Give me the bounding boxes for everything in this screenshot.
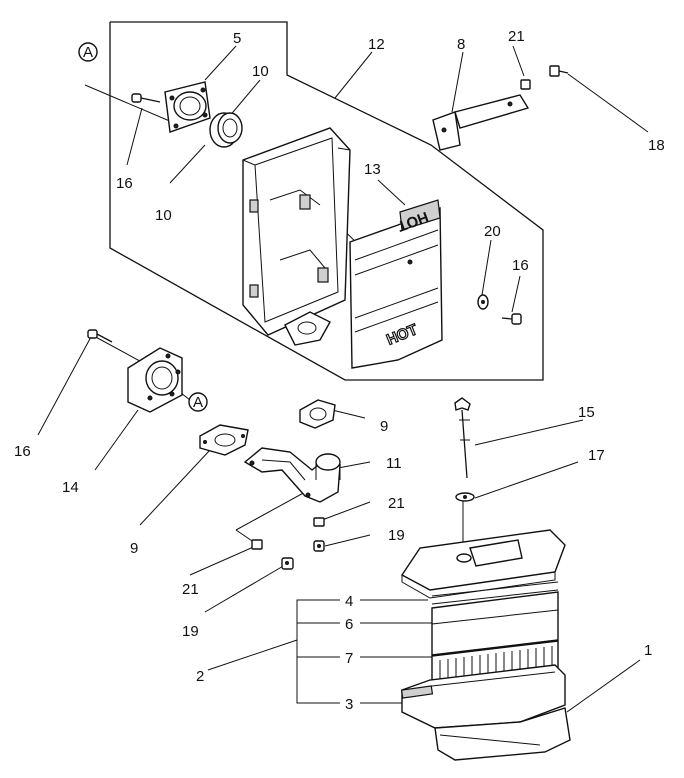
air-cleaner-housing-part-1 bbox=[434, 707, 571, 761]
callout-16-left: 16 bbox=[14, 443, 31, 460]
callout-15: 15 bbox=[578, 404, 595, 421]
washer-part-17 bbox=[455, 492, 475, 502]
callout-19-lower: 19 bbox=[182, 623, 199, 640]
pre-cleaner-part-6 bbox=[431, 591, 559, 656]
air-cleaner-cover bbox=[400, 529, 566, 599]
nut-part-21-mid bbox=[313, 517, 325, 527]
callout-8: 8 bbox=[457, 36, 465, 53]
callout-2: 2 bbox=[196, 668, 204, 685]
callout-19-mid: 19 bbox=[388, 527, 405, 544]
callout-16-right: 16 bbox=[512, 257, 529, 274]
wing-bolt-part-15 bbox=[454, 397, 471, 479]
bracket-part-8 bbox=[432, 94, 530, 151]
reference-marker-a-top: A bbox=[78, 42, 98, 62]
callout-9-right: 9 bbox=[380, 418, 388, 435]
muffler-outlet-gasket bbox=[284, 311, 331, 346]
nut-part-19-lower bbox=[281, 557, 294, 570]
flange-part-14 bbox=[127, 347, 183, 413]
bolt-part-18 bbox=[549, 65, 569, 77]
gasket-part-9-left bbox=[199, 424, 249, 456]
screw-part-16-top bbox=[131, 93, 161, 103]
nut-part-21-top bbox=[520, 79, 531, 90]
callout-3: 3 bbox=[345, 696, 353, 713]
callout-6: 6 bbox=[345, 616, 353, 633]
callout-17: 17 bbox=[588, 447, 605, 464]
callout-5: 5 bbox=[233, 30, 241, 47]
exhaust-elbow-part-11 bbox=[243, 447, 341, 503]
callout-16-top: 16 bbox=[116, 175, 133, 192]
seal-ring-part-10 bbox=[209, 112, 243, 148]
callout-14: 14 bbox=[62, 479, 79, 496]
callout-21-lower: 21 bbox=[182, 581, 199, 598]
muffler-body bbox=[242, 127, 351, 336]
reference-marker-a-bottom: A bbox=[188, 392, 208, 412]
assembly-group-outline bbox=[109, 21, 544, 381]
callout-13: 13 bbox=[364, 161, 381, 178]
washer-part-20 bbox=[477, 294, 489, 310]
callout-11: 11 bbox=[386, 455, 402, 472]
nut-part-21-lower bbox=[251, 539, 263, 550]
svg-text:A: A bbox=[193, 394, 203, 411]
callout-10-top: 10 bbox=[252, 63, 269, 80]
heat-shield-part-13: HOT HOT bbox=[349, 199, 443, 369]
callout-1: 1 bbox=[644, 642, 652, 659]
svg-text:A: A bbox=[83, 44, 93, 61]
callout-18: 18 bbox=[648, 137, 665, 154]
callout-labels: 5 12 8 21 10 18 16 10 13 20 16 16 14 9 1… bbox=[14, 28, 665, 713]
screw-part-16-right bbox=[501, 313, 522, 325]
callout-4: 4 bbox=[345, 593, 353, 610]
gasket-part-9-right bbox=[299, 399, 336, 429]
callout-7: 7 bbox=[345, 650, 353, 667]
air-cleaner-base-part-3 bbox=[400, 664, 566, 729]
screw-part-16-left bbox=[87, 329, 113, 343]
seal-part-4 bbox=[431, 581, 559, 605]
nut-part-19-mid bbox=[313, 540, 325, 552]
callout-20: 20 bbox=[484, 223, 501, 240]
callout-9-left: 9 bbox=[130, 540, 138, 557]
callout-21-mid: 21 bbox=[388, 495, 405, 512]
callout-12: 12 bbox=[368, 36, 385, 53]
flange-gasket-part-5 bbox=[164, 81, 211, 133]
callout-21-top: 21 bbox=[508, 28, 525, 45]
callout-10-bottom: 10 bbox=[155, 207, 172, 224]
